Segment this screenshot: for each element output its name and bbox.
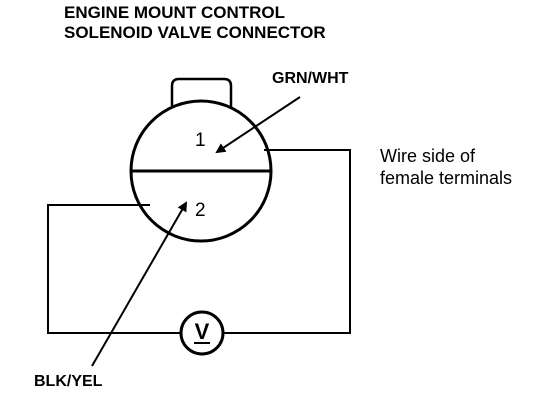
diagram-title-line2: SOLENOID VALVE CONNECTOR xyxy=(64,23,326,42)
test-lead-negative xyxy=(47,204,180,334)
terminal-1-label: 1 xyxy=(195,130,206,151)
voltmeter-icon xyxy=(179,310,225,356)
voltmeter-symbol: V xyxy=(195,319,210,344)
pointer-arrow-terminal-2 xyxy=(91,201,187,367)
terminal-2-label: 2 xyxy=(195,200,206,221)
connector-latch xyxy=(170,77,233,109)
pointer-arrow-terminal-1 xyxy=(215,96,301,154)
view-note-line1: Wire side of xyxy=(380,146,476,166)
diagram-title-line1: ENGINE MOUNT CONTROL xyxy=(64,3,285,22)
wire-label-grn-wht: GRN/WHT xyxy=(272,70,349,87)
wire-label-blk-yel: BLK/YEL xyxy=(34,373,103,390)
test-lead-positive xyxy=(223,149,351,334)
view-note-line2: female terminals xyxy=(380,168,512,188)
